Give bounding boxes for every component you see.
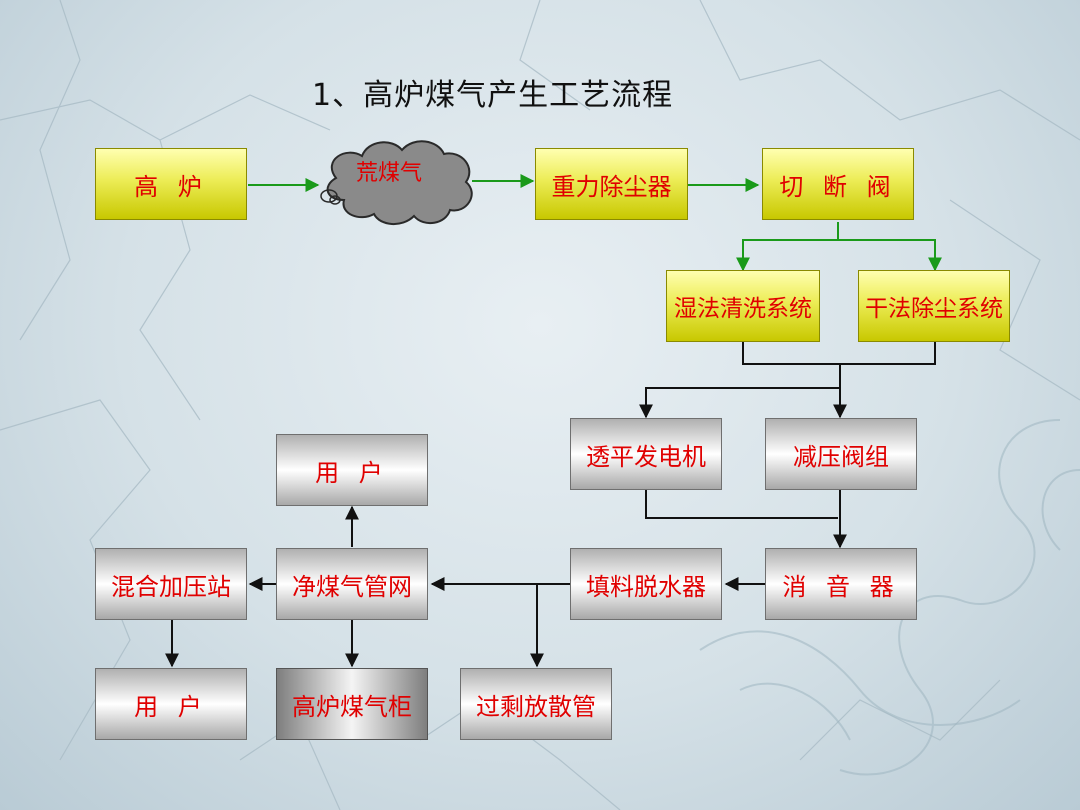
node-user-top: 用 户 <box>276 434 428 506</box>
node-clean-gas-network: 净煤气管网 <box>276 548 428 620</box>
node-silencer: 消 音 器 <box>765 548 917 620</box>
raw-gas-label: 荒煤气 <box>355 161 422 186</box>
raw-gas-cloud <box>326 140 473 225</box>
node-bleeder-pipe: 过剩放散管 <box>460 668 612 740</box>
page-title: 1、高炉煤气产生工艺流程 <box>312 78 674 113</box>
node-trt-generator: 透平发电机 <box>570 418 722 490</box>
node-cutoff-valve: 切 断 阀 <box>762 148 914 220</box>
node-packing-dehydrator: 填料脱水器 <box>570 548 722 620</box>
merge-wet-dry <box>742 342 936 365</box>
node-pressure-valve-group: 减压阀组 <box>765 418 917 490</box>
node-dry-dust-system: 干法除尘系统 <box>858 270 1010 342</box>
node-gas-holder: 高炉煤气柜 <box>276 668 428 740</box>
node-blast-furnace: 高 炉 <box>95 148 247 220</box>
node-mixing-pressure-station: 混合加压站 <box>95 548 247 620</box>
arrow-trt-to-silencer <box>645 490 838 519</box>
node-gravity-dust-collector: 重力除尘器 <box>535 148 688 220</box>
node-wet-wash-system: 湿法清洗系统 <box>666 270 820 342</box>
node-user-bottom: 用 户 <box>95 668 247 740</box>
arrow-valve-to-dry <box>838 239 942 272</box>
arrow-merge-to-trt <box>639 364 841 419</box>
arrow-valve-split <box>736 222 839 272</box>
